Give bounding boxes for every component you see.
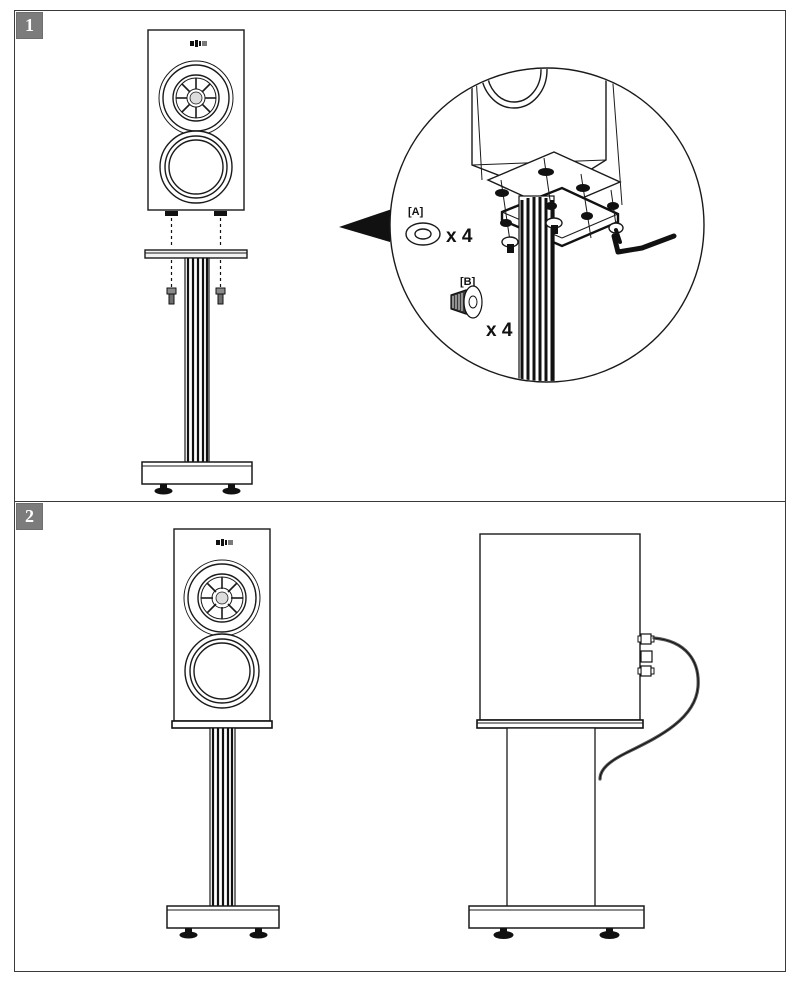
spike-feet-front (179, 928, 268, 939)
bass-driver-step2 (184, 633, 260, 709)
stand-column-detail (518, 195, 555, 381)
hex-key-icon (611, 228, 677, 255)
fastener-assembly-lines (495, 157, 624, 253)
part-b-tag: [B] (460, 276, 476, 288)
binding-post-terminals (637, 633, 655, 677)
stand-top-plate-rear (476, 719, 644, 729)
part-a-washer: [A] x 4 (405, 206, 473, 247)
kef-logo (190, 40, 207, 47)
stand-top-plate-step1 (144, 249, 248, 259)
sheet-border (14, 10, 786, 972)
assembled-front-view (166, 528, 280, 939)
bass-driver-step1 (159, 130, 233, 204)
speaker-threaded-inserts (165, 211, 227, 216)
step-1-badge: 1 (16, 12, 43, 39)
screw-icon (450, 285, 483, 319)
step-2-illustration (166, 528, 700, 939)
detail-leader-arrow (339, 208, 395, 242)
stand-top-plate-front (171, 720, 273, 729)
panel-divider (14, 501, 786, 502)
step-2-badge: 2 (16, 503, 43, 530)
uni-q-driver-step2 (183, 559, 261, 637)
stand-base-step1 (141, 461, 253, 495)
kef-logo-step2 (216, 539, 233, 546)
spike-feet-rear (493, 928, 620, 939)
assembled-rear-view (468, 533, 700, 939)
part-a-quantity: x 4 (446, 226, 473, 247)
stand-column-front (209, 727, 236, 909)
spike-feet-step1 (154, 484, 241, 495)
step-1-panel: [A] x 4 [B] (14, 10, 786, 501)
speaker-cable (598, 636, 700, 781)
alignment-lines-upper (170, 218, 222, 248)
alignment-lines-lower (170, 260, 222, 288)
fastener-detail-magnifier: [A] x 4 [B] (389, 67, 705, 383)
speaker-front-step1 (147, 29, 245, 211)
stand-base-front (166, 905, 280, 939)
stand-column-step1 (184, 257, 210, 465)
part-b-quantity: x 4 (486, 320, 513, 341)
stand-base-rear (468, 905, 645, 939)
screw-icons-below-plate (166, 287, 226, 305)
uni-q-driver-step1 (158, 60, 234, 136)
part-a-tag: [A] (408, 206, 424, 218)
part-b-screw: [B] x 4 (450, 276, 513, 341)
stand-column-rear (506, 727, 596, 909)
step-1-illustration: [A] x 4 [B] (141, 29, 705, 495)
step-2-panel (14, 501, 786, 972)
